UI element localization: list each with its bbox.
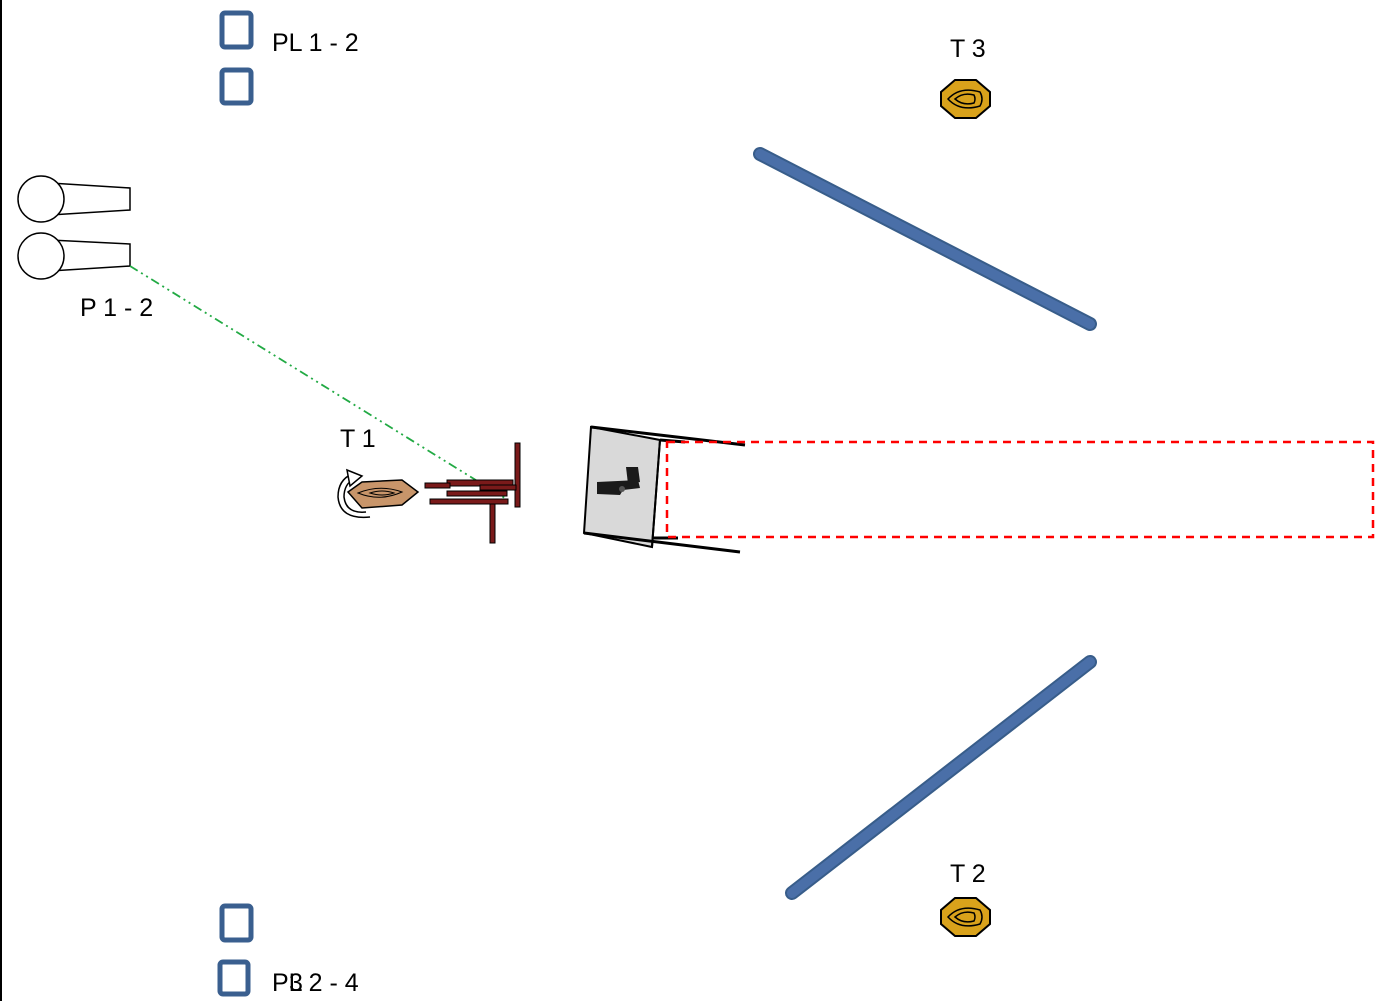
steel-target-t2-icon [940, 897, 991, 937]
activation-line [129, 265, 509, 501]
t3-label: T 3 [950, 35, 986, 63]
target-t1: T 1 [337, 425, 521, 544]
swinger-frame [424, 442, 521, 544]
walls [753, 147, 1097, 900]
steel-target-t3-icon [940, 79, 991, 119]
popper-1-icon [17, 175, 131, 223]
marker-square-3 [219, 903, 254, 943]
place-markers-top: PL 1 - 2 [219, 10, 359, 106]
marker-square-4 [217, 959, 251, 997]
pl-top-label: PL 1 - 2 [272, 29, 359, 57]
poppers-label: P 1 - 2 [80, 294, 153, 322]
table-leg-top [590, 425, 746, 447]
rotation-arrow-icon [337, 468, 371, 519]
t2-label: T 2 [950, 860, 986, 888]
target-t2: T 2 [940, 860, 991, 937]
marker-square-2 [219, 67, 254, 106]
target-t3: T 3 [940, 35, 991, 119]
pistol-icon [597, 467, 640, 495]
place-markers-bottom: PL 2 - 4 3 [217, 903, 359, 997]
table-leg-bottom [583, 531, 741, 554]
paper-target-t1-icon [346, 479, 420, 509]
marker-square-1 [219, 10, 254, 50]
popper-2-icon [17, 232, 131, 280]
t1-label: T 1 [340, 425, 376, 453]
poppers-p1-2: P 1 - 2 [17, 175, 153, 322]
start-table [582, 425, 746, 554]
shooting-area [665, 440, 1375, 539]
pl-bottom-overlay-digit: 3 [289, 969, 303, 997]
pl-bottom-label: PL 2 - 4 [272, 969, 359, 997]
